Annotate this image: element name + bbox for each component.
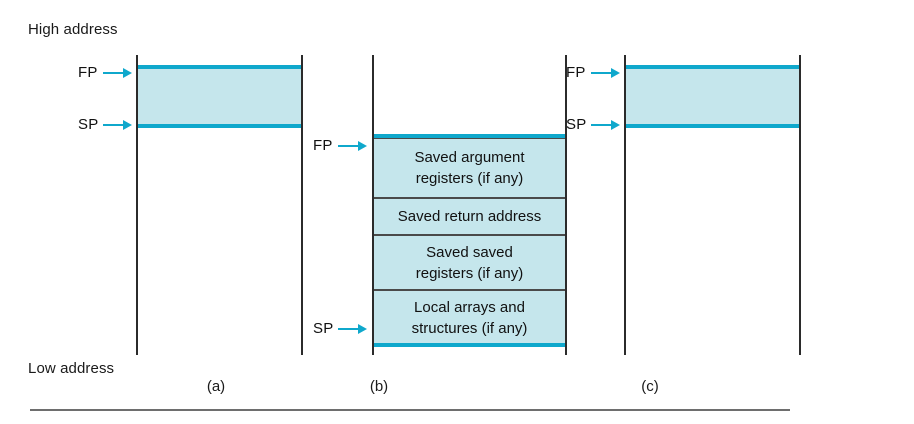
panel-b-cell-local-arrays-and-structures: Local arrays and structures (if any) <box>374 290 565 345</box>
panel-c-frame-top-edge <box>626 65 799 69</box>
arrow-right-icon <box>338 324 368 334</box>
panel-a-sp-pointer: SP <box>78 116 133 134</box>
arrow-right-icon <box>590 68 621 78</box>
panel-a-left-rule <box>136 55 138 355</box>
panel-a-fp-pointer: FP <box>78 64 133 82</box>
panel-b-sp-pointer: SP <box>313 320 368 338</box>
panel-b-left-rule <box>372 55 374 355</box>
panel-c-right-rule <box>799 55 801 355</box>
cell-line-1: Saved return address <box>397 208 542 225</box>
cell-line-2: registers (if any) <box>415 170 524 187</box>
panel-c-frame-bottom-edge <box>626 124 799 128</box>
cell-line-2: structures (if any) <box>411 319 528 337</box>
arrow-right-icon <box>103 120 133 130</box>
cell-line-1: Local arrays and <box>414 298 525 316</box>
panel-b-fp-pointer: FP <box>313 137 368 155</box>
panel-a-allocated-frame <box>138 65 301 128</box>
arrow-right-icon <box>591 120 621 130</box>
arrow-right-icon <box>102 68 133 78</box>
panel-c-fp-pointer: FP <box>566 64 621 82</box>
low-address-label: Low address <box>28 360 115 377</box>
panel-b-cell-saved-saved-registers-text: Saved saved registers (if any) <box>410 242 530 284</box>
panel-c-allocated-frame <box>626 65 799 128</box>
cell-line-1: Saved argument <box>414 149 525 166</box>
panel-a-frame-top-edge <box>138 65 301 69</box>
high-address-label: High address <box>28 21 118 38</box>
arrow-right-icon <box>337 141 368 151</box>
cell-line-1: Saved saved <box>426 243 513 261</box>
panel-b-cell-saved-return-address-text: Saved return address <box>392 206 547 227</box>
panel-b-sp-label: SP <box>313 320 334 337</box>
panel-b-cell-saved-saved-registers: Saved saved registers (if any) <box>374 235 565 290</box>
panel-b-cell-local-arrays-and-structures-text: Local arrays and structures (if any) <box>406 297 534 339</box>
panel-b-fp-label: FP <box>313 137 333 154</box>
panel-a-caption: (a) <box>206 378 226 395</box>
bottom-separator-rule <box>30 409 790 411</box>
panel-b-cell-saved-argument-registers: Saved argument registers (if any) <box>374 138 565 198</box>
panel-c-caption: (c) <box>641 378 659 395</box>
panel-c-left-rule <box>624 55 626 355</box>
cell-line-2: registers (if any) <box>415 264 524 282</box>
panel-b-frame-top-edge <box>374 134 565 138</box>
panel-c-sp-pointer: SP <box>566 116 621 134</box>
panel-b-right-rule <box>565 55 567 355</box>
panel-a-right-rule <box>301 55 303 355</box>
panel-b-cell-saved-return-address: Saved return address <box>374 198 565 235</box>
panel-a-fp-label: FP <box>78 64 98 81</box>
panel-c-sp-label: SP <box>566 116 587 133</box>
panel-b-frame-bottom-edge <box>374 343 565 347</box>
panel-c-fp-label: FP <box>566 64 586 81</box>
panel-b-caption: (b) <box>369 378 389 395</box>
panel-a-sp-label: SP <box>78 116 99 133</box>
panel-a-frame-bottom-edge <box>138 124 301 128</box>
panel-b-cell-saved-argument-registers-text: Saved argument registers (if any) <box>408 147 530 189</box>
